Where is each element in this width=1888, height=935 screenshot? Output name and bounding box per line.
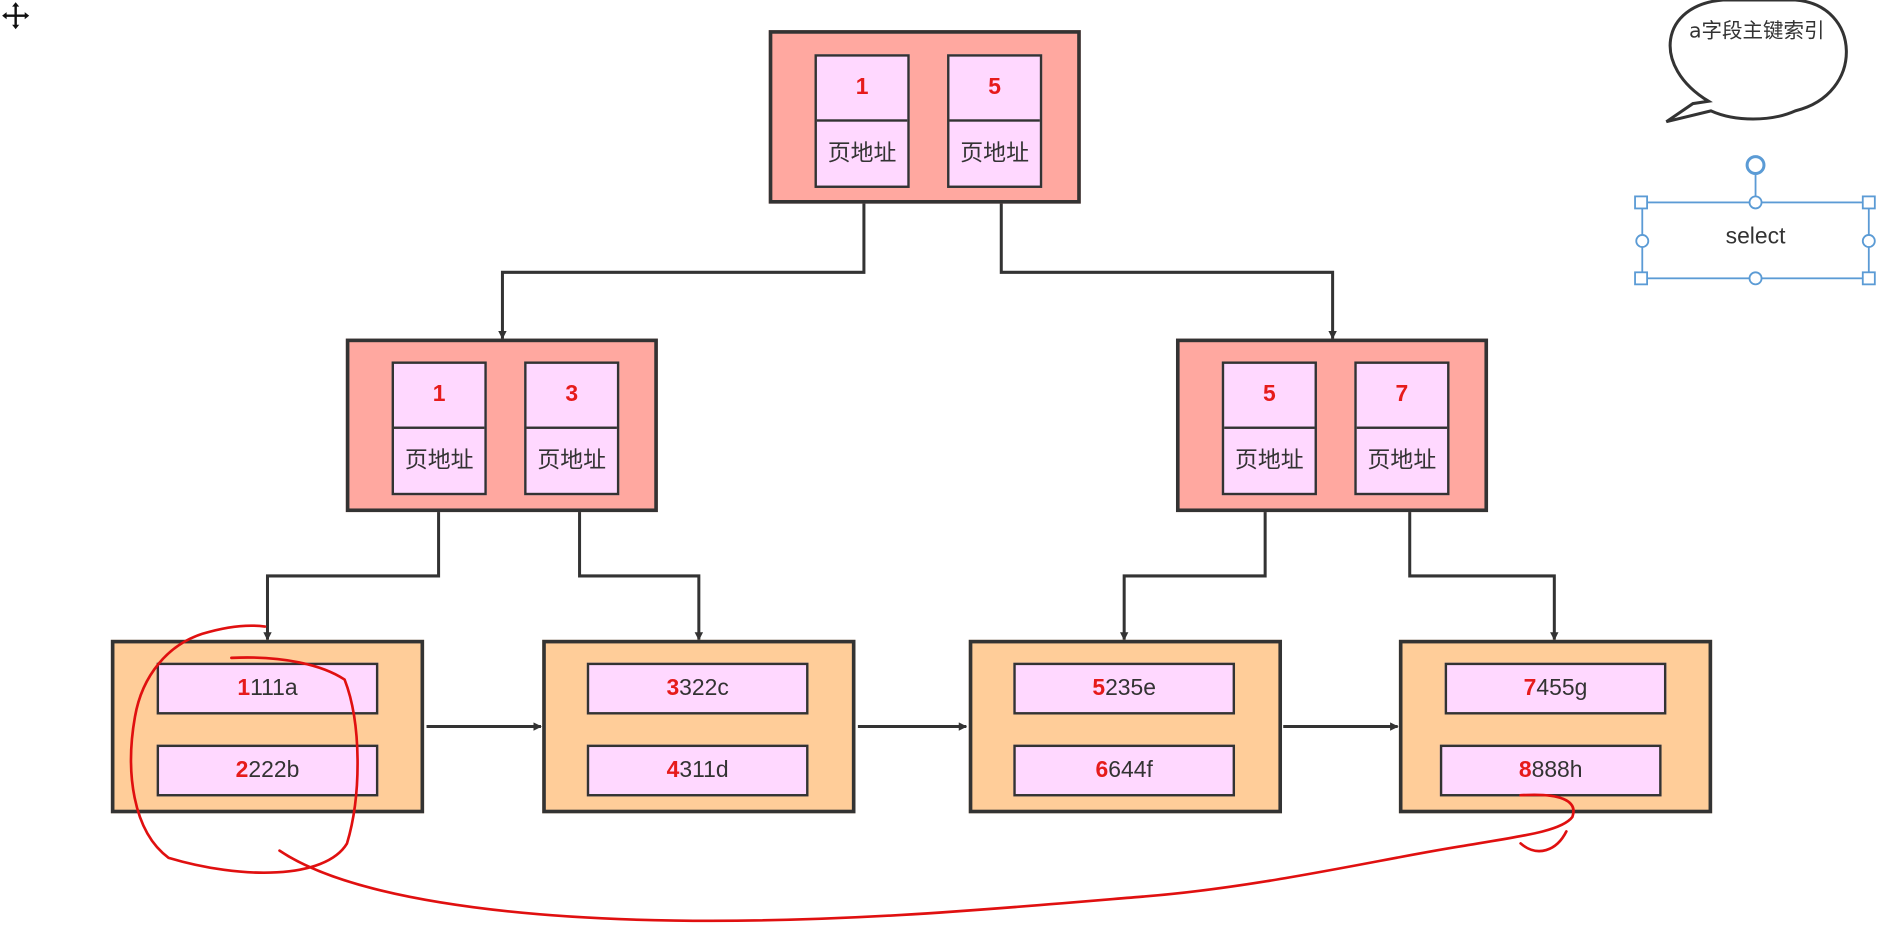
page-address-label: 页地址	[960, 139, 1029, 167]
edge-il-leaf1	[263, 510, 441, 641]
row-key: 2	[235, 757, 249, 783]
row-data: 322c	[679, 675, 729, 701]
rotate-handle[interactable]	[1745, 155, 1766, 176]
callout-label[interactable]: a字段主键索引	[1689, 19, 1825, 44]
row-data: 455g	[1536, 675, 1588, 701]
row-data: 311d	[679, 757, 729, 783]
key-value: 5	[1224, 364, 1315, 429]
page-address-label: 页地址	[827, 139, 897, 167]
resize-handle-s[interactable]	[1748, 271, 1763, 286]
key-value: 5	[949, 57, 1040, 122]
row-data: 111a	[250, 675, 298, 701]
row-data: 888h	[1531, 757, 1583, 783]
row-key: 6	[1095, 757, 1109, 783]
row-data: 222b	[248, 757, 300, 783]
internal-left-key-3[interactable]: 3 页地址	[524, 361, 620, 496]
internal-right-key-7[interactable]: 7 页地址	[1354, 361, 1450, 496]
row-data: 644f	[1108, 757, 1153, 783]
edge-ir-leaf3	[1119, 510, 1267, 641]
selection-frame[interactable]	[1634, 155, 1876, 286]
resize-handle-ne[interactable]	[1861, 195, 1876, 210]
key-value: 7	[1356, 364, 1448, 429]
row-key: 3	[666, 675, 680, 701]
key-value: 1	[816, 57, 908, 122]
row-key: 1	[237, 675, 251, 701]
resize-handle-nw[interactable]	[1634, 195, 1649, 210]
row-key: 7	[1523, 675, 1537, 701]
row-data: 235e	[1105, 675, 1157, 701]
page-address-label: 页地址	[537, 447, 607, 474]
root-key-5[interactable]: 5 页地址	[947, 54, 1043, 188]
internal-right-key-5[interactable]: 5 页地址	[1221, 361, 1317, 496]
move-cursor-icon	[0, 0, 32, 32]
key-value: 3	[526, 364, 617, 429]
edge-il-leaf2	[578, 510, 704, 641]
page-address-label: 页地址	[1235, 447, 1304, 474]
selected-text-box[interactable]: select	[1725, 224, 1786, 250]
edge-ir-leaf4	[1408, 510, 1559, 641]
row-key: 4	[666, 757, 680, 783]
callout-bubble	[1665, 0, 1848, 124]
key-value: 1	[394, 364, 485, 429]
row-key: 8	[1518, 757, 1532, 783]
row-key: 5	[1092, 675, 1106, 701]
resize-handle-n[interactable]	[1748, 195, 1763, 210]
edge-root-right	[999, 202, 1337, 340]
page-address-label: 页地址	[404, 447, 474, 474]
resize-handle-e[interactable]	[1861, 234, 1876, 248]
page-address-label: 页地址	[1367, 447, 1437, 474]
resize-handle-sw[interactable]	[1634, 271, 1649, 286]
resize-handle-w[interactable]	[1635, 234, 1650, 248]
internal-left-key-1[interactable]: 1 页地址	[391, 361, 487, 496]
root-key-1[interactable]: 1 页地址	[814, 54, 910, 188]
edge-root-left	[498, 202, 866, 340]
resize-handle-se[interactable]	[1861, 271, 1876, 286]
